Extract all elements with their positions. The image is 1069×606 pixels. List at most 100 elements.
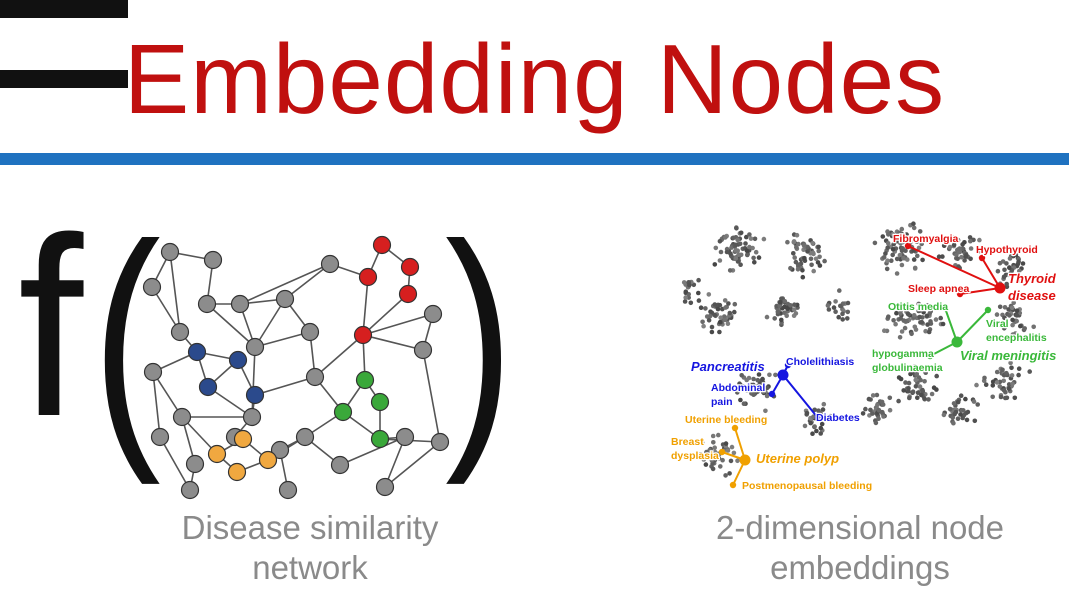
pancreatitis-link: [782, 374, 819, 419]
disease-similarity-network: [142, 235, 450, 500]
embedding-point: [778, 299, 783, 305]
embedding-point: [747, 244, 752, 250]
label-thyroid-disease-1: Thyroid: [1008, 271, 1057, 286]
embedding-point: [682, 299, 688, 304]
embedding-point: [946, 239, 951, 244]
embedding-point: [764, 393, 770, 399]
embedding-point: [1020, 261, 1026, 266]
embedding-point: [735, 390, 740, 395]
embedding-point: [717, 258, 723, 263]
embedding-point: [760, 376, 765, 382]
thyroid-link: [981, 257, 1001, 289]
embedding-point: [1000, 367, 1005, 373]
embedding-point: [906, 386, 911, 391]
embedding-point: [951, 242, 957, 248]
network-edge: [314, 334, 364, 378]
embedding-point: [912, 265, 918, 271]
embedding-point: [1027, 369, 1032, 374]
embedding-point: [808, 256, 814, 262]
network-node: [187, 342, 207, 362]
embedding-point: [947, 406, 953, 412]
embedding-point: [791, 239, 797, 244]
embedding-point: [683, 289, 689, 294]
embedding-point: [913, 364, 918, 370]
embedding-point: [896, 398, 901, 404]
embedding-point: [915, 395, 920, 400]
embedding-point: [994, 380, 1000, 385]
embedding-point: [940, 254, 945, 259]
embedding-point: [701, 323, 706, 329]
embedding-point: [818, 425, 824, 431]
embedding-point: [713, 456, 718, 461]
embedding-point: [955, 237, 961, 243]
embedding-point: [968, 246, 974, 251]
label-cholelithiasis: Cholelithiasis: [786, 356, 854, 368]
function-symbol: f: [18, 185, 84, 470]
embedding-point: [1001, 247, 1006, 253]
embedding-point: [1010, 381, 1015, 387]
embedding-point: [1006, 307, 1011, 312]
embedding-point: [971, 399, 977, 404]
embedding-point: [1016, 366, 1022, 371]
network-node: [227, 462, 247, 482]
embedding-point: [794, 232, 800, 238]
embedding-point: [749, 382, 754, 388]
embedding-point: [753, 249, 759, 255]
embedding-point: [722, 298, 728, 303]
embedding-point: [963, 396, 968, 402]
embedding-point: [737, 385, 743, 390]
embedding-point: [1017, 268, 1022, 274]
embedding-point: [724, 304, 729, 310]
embedding-point: [919, 392, 924, 398]
embedding-point: [764, 314, 770, 320]
embedding-point: [894, 310, 899, 316]
network-edge: [362, 313, 434, 336]
embedding-point: [1009, 305, 1015, 311]
embedding-point: [696, 290, 701, 296]
label-hypogamma-2: globulinaemia: [872, 362, 943, 374]
embedding-point: [1007, 313, 1012, 318]
embedding-point: [1009, 373, 1015, 378]
embedding-point: [779, 317, 784, 323]
embedding-point: [950, 415, 956, 420]
pancreatitis-point: [768, 390, 776, 398]
embedding-point: [744, 248, 750, 253]
embedding-point: [975, 402, 980, 407]
network-node: [430, 432, 450, 452]
embedding-point: [912, 324, 918, 330]
embedding-point: [968, 256, 973, 262]
embedding-point: [919, 319, 925, 325]
label-pancreatitis: Pancreatitis: [691, 359, 765, 374]
embedding-point: [737, 381, 742, 386]
label-viral-encephalitis-1: Viral: [986, 318, 1009, 330]
embedding-point: [977, 249, 982, 254]
node-embedding-plot: Fibromyalgia Hypothyroid Sleep apnea Thy…: [670, 221, 1058, 493]
embedding-point: [905, 237, 910, 243]
embedding-point: [916, 245, 922, 251]
embedding-point: [879, 399, 885, 405]
embedding-point: [707, 313, 713, 319]
embedding-point: [727, 268, 733, 273]
embedding-point: [904, 318, 909, 324]
embedding-point: [866, 396, 872, 402]
embedding-point: [777, 303, 783, 308]
embedding-point: [903, 380, 908, 385]
label-uterine-polyp: Uterine polyp: [756, 451, 839, 466]
embedding-point: [772, 316, 777, 321]
embedding-point: [800, 268, 805, 273]
embedding-point: [884, 266, 890, 272]
label-fibromyalgia: Fibromyalgia: [893, 233, 959, 245]
embedding-point: [698, 305, 704, 310]
embedding-point: [911, 313, 917, 318]
embedding-point: [815, 260, 821, 265]
embedding-point: [1010, 332, 1016, 337]
embedding-point: [793, 259, 799, 265]
embedding-point: [997, 304, 1003, 310]
network-edge: [239, 263, 331, 305]
network-node: [295, 427, 315, 447]
embedding-point: [696, 298, 702, 303]
embedding-point: [751, 255, 756, 261]
embedding-point: [718, 315, 723, 320]
embedding-point: [923, 370, 928, 375]
embedding-point: [990, 394, 995, 400]
